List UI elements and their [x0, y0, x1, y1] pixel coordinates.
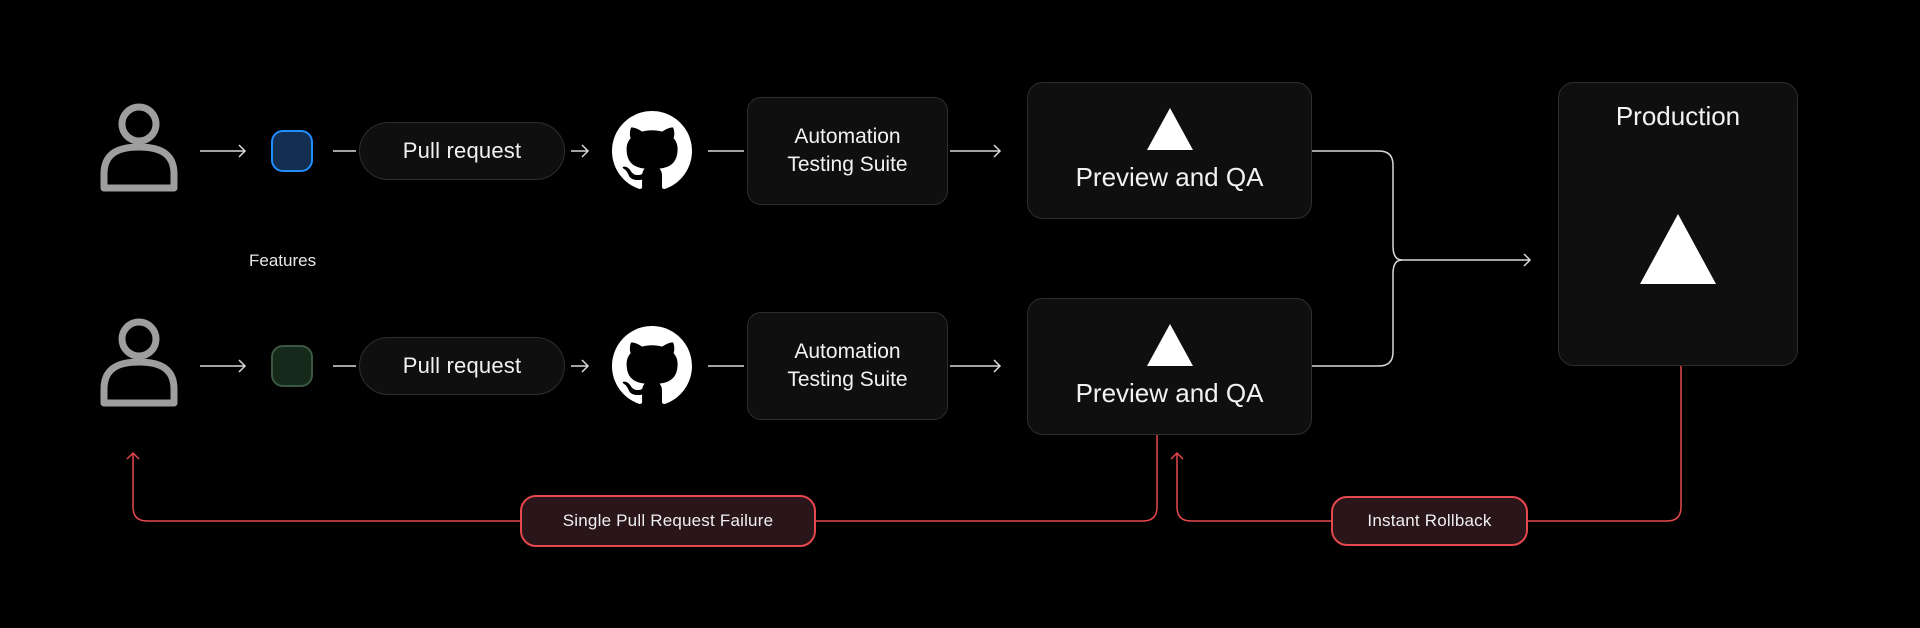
preview-qa-label: Preview and QA [1075, 162, 1264, 192]
instant-rollback-label: Instant Rollback [1367, 511, 1492, 530]
single-pull-request-failure-badge: Single Pull Request Failure [520, 495, 816, 547]
automation-testing-box-2: Automation Testing Suite [747, 312, 948, 420]
pull-request-label: Pull request [402, 138, 522, 163]
instant-rollback-badge: Instant Rollback [1331, 496, 1528, 546]
preview-qa-label: Preview and QA [1075, 378, 1264, 408]
preview-qa-box-2: Preview and QA [1027, 298, 1312, 435]
automation-box-line1: Automation [794, 340, 901, 364]
feature-branch-node-blue [271, 130, 313, 172]
merge-line-top [1312, 150, 1403, 261]
production-label: Production [1615, 101, 1741, 131]
production-box: Production [1558, 82, 1798, 366]
vercel-triangle-icon [1146, 324, 1193, 366]
merge-line-bottom [1312, 259, 1403, 367]
github-icon [612, 111, 692, 190]
automation-box-line2: Testing Suite [787, 368, 908, 391]
feature-branch-node-green [271, 345, 313, 387]
pull-request-pill-1: Pull request [359, 122, 565, 180]
single-pull-request-failure-label: Single Pull Request Failure [562, 511, 774, 530]
github-icon [612, 326, 692, 405]
person-icon [100, 103, 178, 192]
automation-box-line2: Testing Suite [787, 153, 908, 176]
preview-qa-box-1: Preview and QA [1027, 82, 1312, 219]
automation-testing-box-1: Automation Testing Suite [747, 97, 948, 205]
vercel-triangle-icon [1146, 108, 1193, 150]
pull-request-pill-2: Pull request [359, 337, 565, 395]
pull-request-label: Pull request [402, 353, 522, 378]
features-label: Features [249, 251, 317, 270]
person-icon [100, 318, 178, 407]
vercel-triangle-icon [1640, 213, 1716, 284]
automation-box-line1: Automation [794, 125, 901, 149]
